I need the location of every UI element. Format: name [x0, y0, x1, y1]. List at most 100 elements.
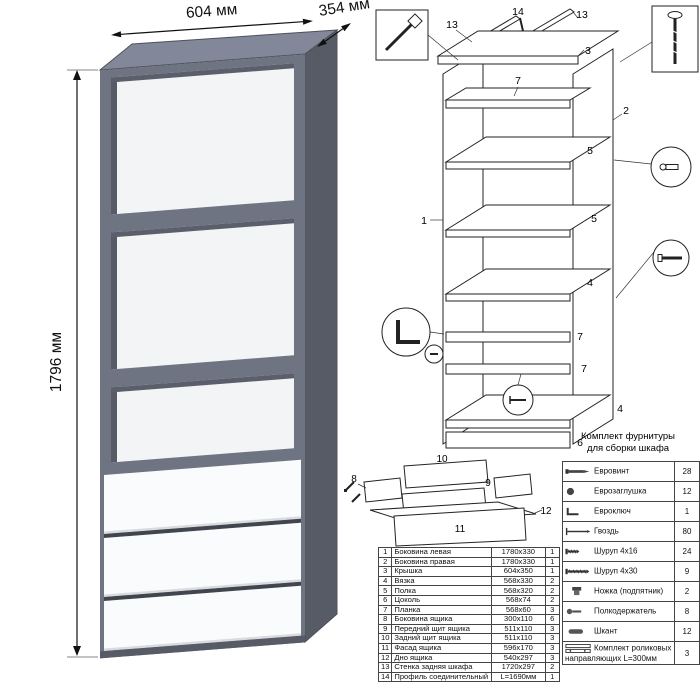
drawer-back-panel — [403, 459, 489, 489]
part-name-cell: Дно ящика — [391, 652, 493, 664]
rails-icon — [565, 644, 591, 653]
cabinet-side-face — [304, 29, 338, 644]
part-qty-cell: 3 — [544, 604, 561, 616]
drawer-rail-1 — [445, 331, 571, 343]
depth-dimension — [317, 23, 351, 47]
part-size-cell: 1720x297 — [491, 662, 546, 673]
drawer-side-left — [363, 477, 403, 503]
part-size-cell: 568x60 — [491, 604, 546, 616]
part-number-label: 5 — [591, 213, 597, 225]
part-number-label: 10 — [436, 454, 448, 465]
width-dimension-label: 604 мм — [185, 1, 238, 22]
part-number-label: 6 — [577, 437, 583, 449]
part-name-cell: Боковина ящика — [391, 614, 493, 625]
part-number-cell: 3 — [377, 566, 393, 577]
width-dimension — [111, 18, 313, 38]
part-number-label: 5 — [587, 145, 593, 157]
part-number-cell: 12 — [377, 652, 393, 664]
part-number-label: 13 — [576, 9, 588, 21]
part-name-cell: Передний щит ящика — [391, 623, 493, 635]
eurovint-callout — [652, 239, 690, 277]
hardware-qty-cell: 80 — [674, 521, 700, 542]
hardware-name-text: Ножка (подпятник) — [594, 586, 664, 596]
part-size-cell: 604x350 — [491, 566, 546, 577]
drawer-front-2[interactable] — [104, 522, 301, 598]
leader-lines — [427, 11, 655, 386]
part-qty-cell: 1 — [544, 671, 561, 683]
hardware-qty-cell: 2 — [674, 581, 700, 602]
hardware-qty-cell: 12 — [674, 621, 700, 642]
part-size-cell: 568x74 — [491, 594, 546, 606]
hardware-name-cell: Шуруп 4x16 — [562, 541, 675, 562]
part-qty-cell: 3 — [544, 633, 561, 644]
part-size-cell: 568x320 — [491, 585, 546, 596]
leg-icon — [572, 587, 582, 596]
part-number-label: 13 — [446, 19, 458, 31]
drawer-facade — [393, 507, 527, 547]
top-panel — [436, 30, 620, 57]
part-name-cell: Задний щит ящика — [391, 633, 493, 644]
hardware-name-cell: Ножка (подпятник) — [562, 581, 675, 602]
hardware-name-cell: Шкант — [562, 621, 675, 642]
part-size-cell: 568x330 — [491, 575, 546, 587]
hardware-name-cell: Комплект роликовых направляющих L=300мм — [562, 640, 675, 666]
hardware-name-cell: Евровинт — [562, 461, 675, 482]
part-qty-cell: 2 — [544, 662, 561, 673]
part-name-cell: Планка — [391, 604, 493, 616]
hardware-name-text: Полкодержатель — [594, 606, 657, 616]
part-size-cell: 1780x330 — [491, 547, 546, 558]
part-size-cell: 300x110 — [491, 614, 546, 625]
part-name-cell: Стенка задняя шкафа — [391, 662, 493, 673]
part-number-cell: 4 — [377, 575, 393, 587]
open-shelf-3 — [111, 373, 294, 463]
part-number-labels: 13 14 13 3 7 2 1 5 5 4 7 7 6 4 — [421, 6, 629, 449]
drawer-rail-2 — [445, 363, 571, 375]
part-number-cell: 14 — [377, 671, 393, 683]
cabinet-front-face — [100, 54, 305, 659]
part-number-cell: 6 — [377, 594, 393, 606]
part-number-label: 7 — [577, 331, 583, 343]
hardware-row: Ножка (подпятник) 2 — [562, 581, 700, 602]
part-number-label: 7 — [515, 75, 521, 87]
depth-dimension-label: 354 мм — [318, 0, 372, 20]
part-size-cell: 511x110 — [491, 633, 546, 644]
part-number-label: 9 — [485, 478, 491, 489]
dowel-icon — [568, 629, 583, 634]
part-qty-cell: 2 — [544, 585, 561, 596]
part-name-cell: Профиль соединительный — [391, 671, 493, 683]
drawer-side-right — [493, 473, 533, 499]
drawer-front-1[interactable] — [104, 459, 301, 535]
hardware-name-text: Евровинт — [594, 466, 630, 476]
hardware-name-text: Шуруп 4x30 — [594, 566, 638, 576]
part-number-cell: 1 — [377, 547, 393, 558]
part-number-label: 8 — [351, 474, 357, 485]
part-number-label: 7 — [581, 363, 587, 375]
drawer-front-3[interactable] — [104, 585, 301, 652]
side-panel-right — [572, 48, 614, 445]
part-qty-cell: 6 — [544, 614, 561, 625]
hardware-qty-cell: 12 — [674, 481, 700, 502]
part-name-cell: Боковина левая — [391, 547, 493, 558]
open-shelf-2 — [111, 218, 294, 370]
drawer-screws — [344, 481, 361, 503]
drawer-assembly-diagram: 10 8 9 12 11 — [344, 454, 552, 547]
hardware-name-text: Евроключ — [594, 506, 631, 516]
part-number-cell: 5 — [377, 585, 393, 596]
part-qty-cell: 2 — [544, 575, 561, 587]
